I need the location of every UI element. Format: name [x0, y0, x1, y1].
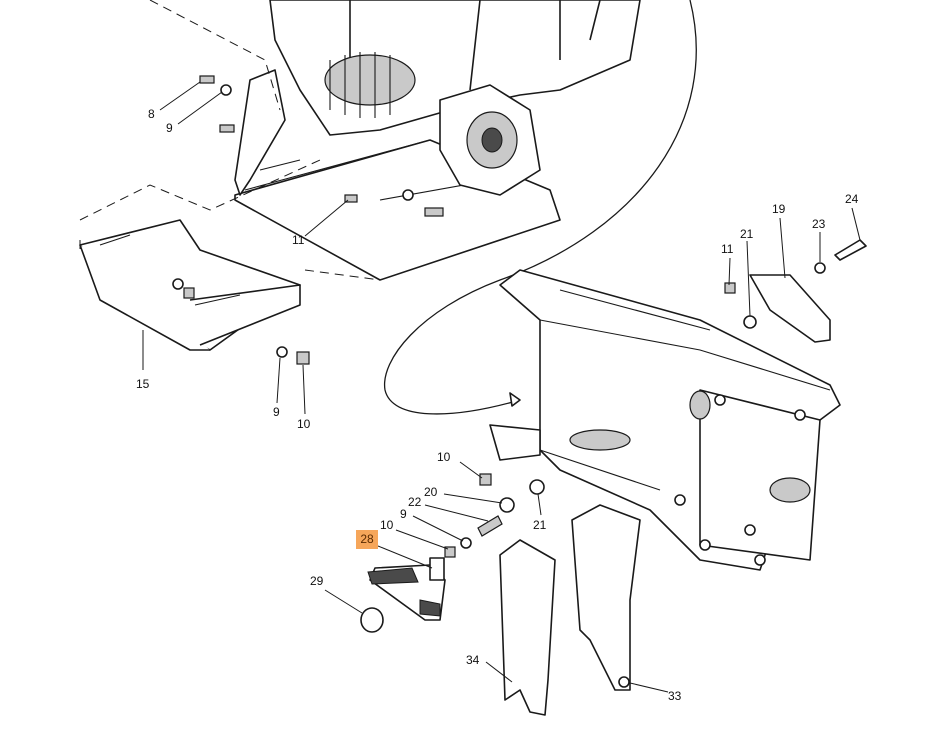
callout-9: 9 [400, 507, 407, 521]
cap-part-29 [360, 607, 384, 633]
callout-10: 10 [437, 450, 451, 464]
highlighted-callout-box [356, 530, 378, 549]
callout-8: 8 [148, 107, 155, 121]
callout-11: 11 [721, 242, 734, 256]
callout-19: 19 [772, 202, 786, 216]
callout-21: 21 [740, 227, 754, 241]
pedal-arm-part-33 [571, 504, 641, 691]
hardware-upper-left [172, 75, 444, 365]
callout-10: 10 [297, 417, 311, 431]
callout-9: 9 [273, 405, 280, 419]
callout-21: 21 [533, 518, 547, 532]
callout-24: 24 [845, 192, 859, 206]
callout-9: 9 [166, 121, 173, 135]
pedal-knob-part-28 [367, 557, 446, 621]
highlighted-callout-28[interactable]: 28 [360, 532, 374, 546]
callout-15: 15 [136, 377, 150, 391]
callout-labels: 8 9 11 15 9 10 19 21 11 23 24 10 20 22 2… [136, 107, 859, 703]
bolt-part-24 [834, 239, 867, 261]
hardware-pedal [444, 473, 545, 558]
plate-part-19 [749, 274, 831, 343]
callout-23: 23 [812, 217, 826, 231]
callout-20: 20 [424, 485, 438, 499]
upper-frame-assembly [234, 0, 641, 281]
shield-part-15 [79, 219, 301, 351]
callout-34: 34 [466, 653, 480, 667]
callout-33: 33 [668, 689, 682, 703]
callout-10: 10 [380, 518, 394, 532]
assembly-arrow [383, 0, 697, 415]
callout-11: 11 [292, 233, 305, 247]
callout-22: 22 [408, 495, 422, 509]
pedal-bracket-assembly [489, 269, 841, 571]
callout-29: 29 [310, 574, 324, 588]
pedal-arm-part-34 [499, 539, 556, 716]
leader-lines [142, 81, 861, 693]
